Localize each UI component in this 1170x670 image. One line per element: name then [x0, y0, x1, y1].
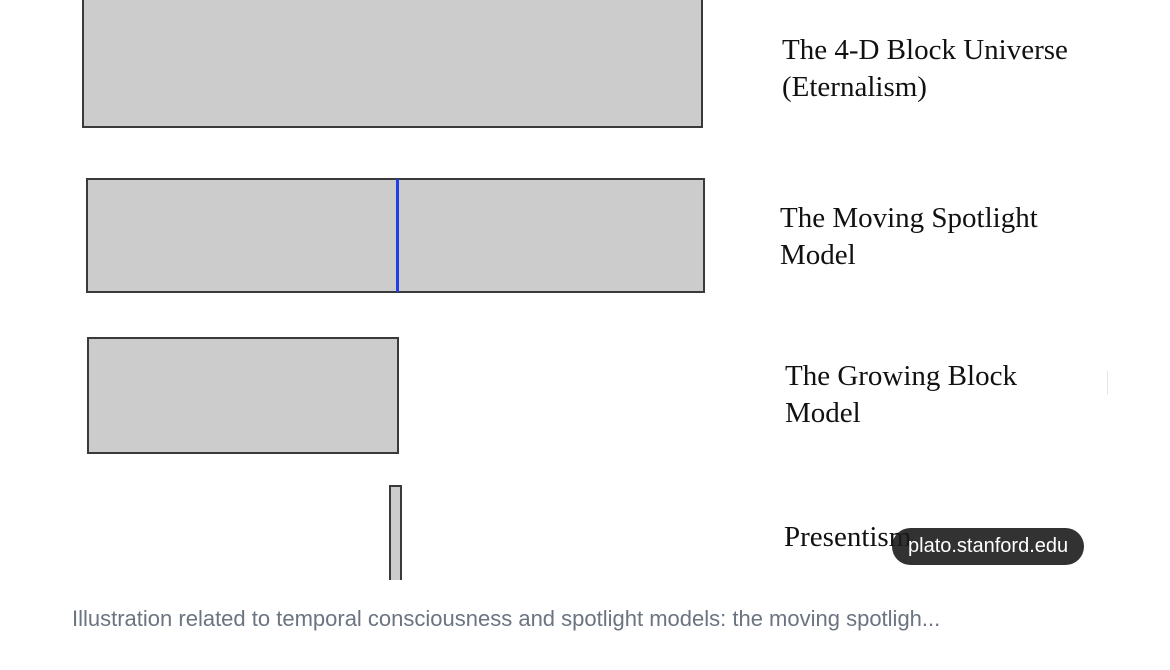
divider-mark — [1107, 371, 1108, 395]
growing-block-label-line1: The Growing Block — [785, 360, 1017, 392]
diagram-image[interactable]: The 4-D Block Universe (Eternalism) The … — [0, 0, 1170, 580]
block-universe-label-line1: The 4-D Block Universe — [782, 34, 1068, 66]
growing-block-bar — [87, 337, 399, 454]
moving-spotlight-label-line1: The Moving Spotlight — [780, 202, 1038, 234]
presentism-label-line1: Presentism — [784, 521, 912, 553]
moving-spotlight-label: The Moving Spotlight Model — [780, 200, 1038, 274]
source-link[interactable]: plato.stanford.edu — [892, 528, 1085, 565]
presentism-label: Presentism — [784, 519, 911, 556]
presentism-bar — [389, 485, 402, 580]
moving-spotlight-bar — [86, 178, 705, 293]
growing-block-label-line2: Model — [785, 397, 861, 429]
moving-spotlight-label-line2: Model — [780, 239, 856, 271]
block-universe-label: The 4-D Block Universe (Eternalism) — [782, 32, 1068, 106]
block-universe-bar — [82, 0, 703, 128]
block-universe-label-line2: (Eternalism) — [782, 71, 927, 103]
spotlight-present-line — [396, 179, 399, 292]
growing-block-label: The Growing Block Model — [785, 358, 1017, 432]
image-caption[interactable]: Illustration related to temporal conscio… — [72, 606, 941, 631]
